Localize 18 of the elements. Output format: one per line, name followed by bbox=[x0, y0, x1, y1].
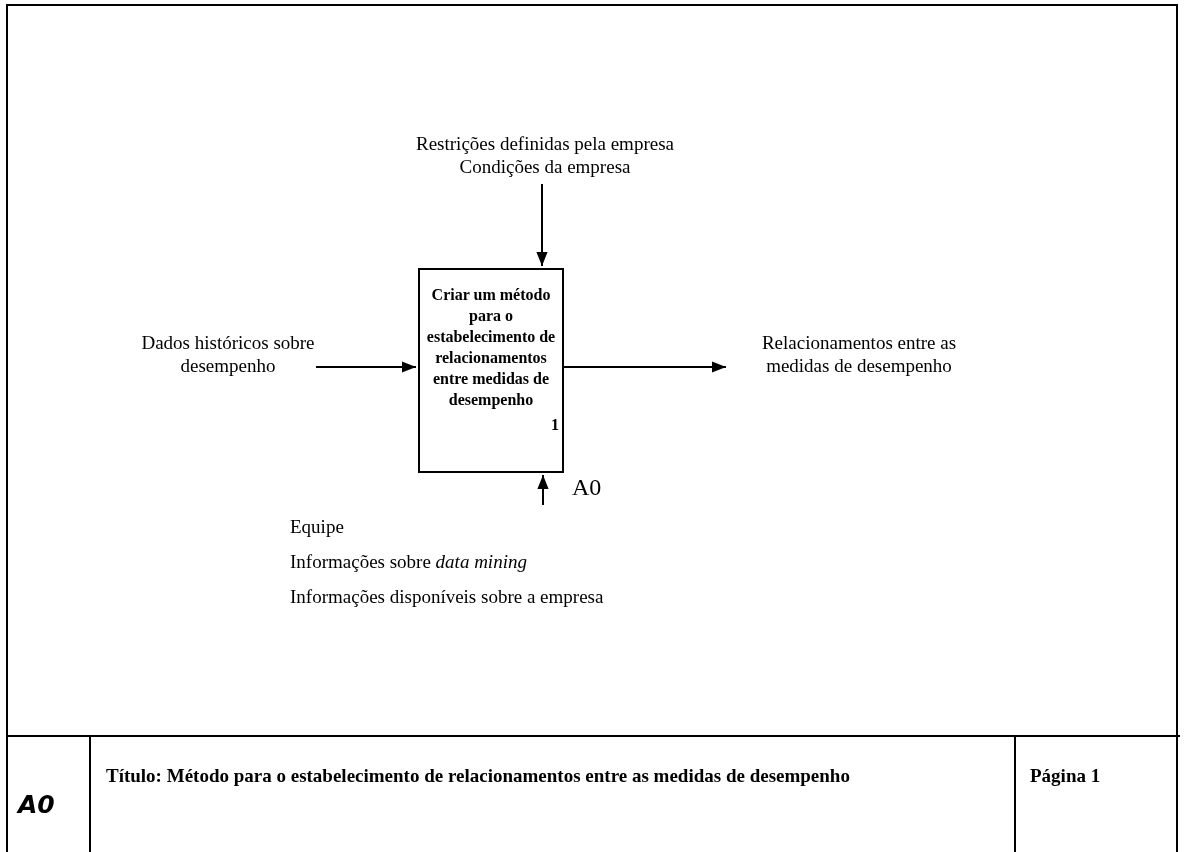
arrow bbox=[563, 361, 727, 373]
mechanism-label: Informações sobre data mining bbox=[290, 550, 528, 573]
input-label: Dados históricos sobre desempenho bbox=[140, 331, 316, 377]
arrow bbox=[536, 183, 548, 267]
arrow bbox=[537, 474, 549, 506]
activity-number: 1 bbox=[550, 415, 559, 435]
page-number: Página 1 bbox=[1030, 764, 1101, 787]
activity-name: Criar um método para o estabelecimento de relacionamentos entre medidas de desempenho bbox=[425, 285, 557, 410]
node-reference: A0 bbox=[18, 790, 55, 819]
arrow bbox=[315, 361, 417, 373]
node-reference: A0 bbox=[572, 473, 602, 501]
output-label: Relacionamentos entre as medidas de desempenho bbox=[760, 331, 958, 377]
control-label: Restrições definidas pela empresa bbox=[415, 132, 675, 155]
control-label: Condições da empresa bbox=[458, 155, 632, 178]
mechanism-label: Equipe bbox=[290, 515, 345, 538]
activity-box bbox=[418, 268, 564, 473]
mechanism-label: Informações disponíveis sobre a empresa bbox=[290, 585, 605, 608]
diagram-title: Título: Método para o estabelecimento de relacionamentos entre as medidas de desempenho bbox=[106, 764, 850, 787]
